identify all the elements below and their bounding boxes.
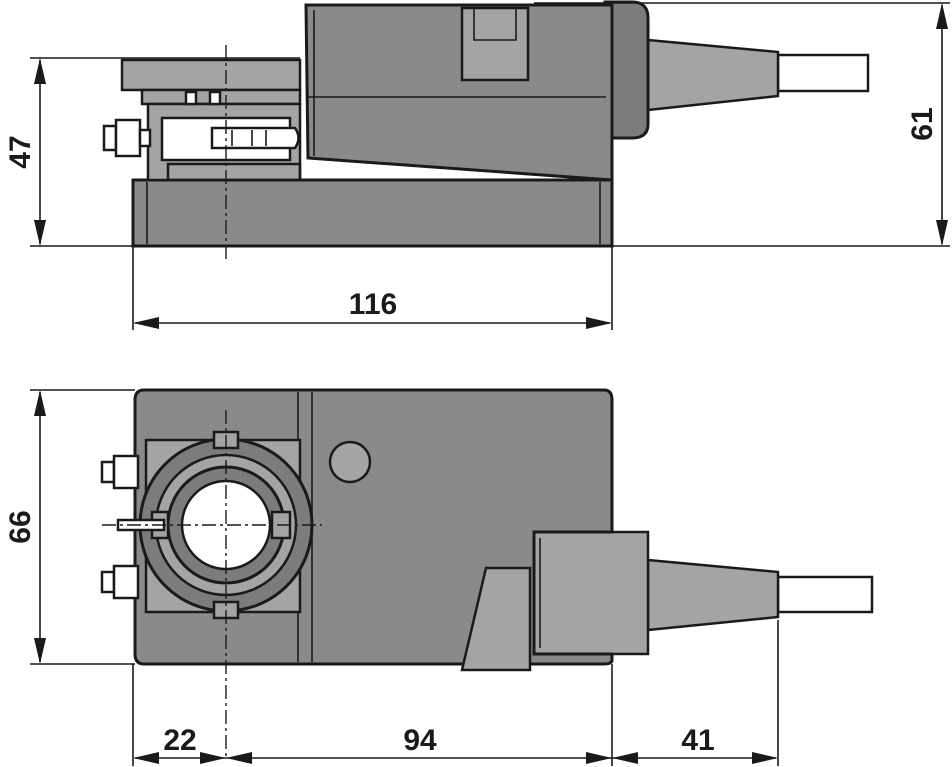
label-116: 116	[349, 288, 397, 321]
top-indicator-dot	[328, 440, 372, 484]
side-bolt-head	[102, 124, 118, 152]
side-clamp-pin	[210, 126, 300, 150]
top-override-lever	[460, 566, 532, 672]
dimension-bottom-chain: 22 94 41	[133, 724, 778, 764]
side-bolt-shaft	[138, 128, 152, 148]
top-connector-block	[532, 530, 650, 656]
side-knob-detail	[473, 8, 517, 41]
dimension-length: 116	[133, 288, 612, 329]
side-top-stud	[184, 90, 198, 106]
side-view	[102, 0, 870, 248]
top-strain-relief	[646, 558, 780, 632]
side-lower-housing	[131, 178, 614, 248]
label-94: 94	[403, 724, 437, 757]
side-clamp-bottom-rail	[166, 162, 302, 182]
top-cable	[776, 575, 874, 614]
label-22: 22	[163, 724, 196, 757]
label-47: 47	[4, 135, 37, 168]
top-bolt-2-head	[100, 570, 116, 594]
side-top-cover	[304, 3, 614, 182]
dimension-height-left: 47	[4, 58, 46, 246]
top-view	[100, 388, 874, 672]
side-clamp-pin-detail	[231, 130, 267, 146]
top-bolt-1-head	[100, 460, 116, 484]
extension-lines	[30, 2, 950, 766]
dimension-width: 66	[4, 390, 46, 664]
dimension-height-right: 61	[906, 3, 948, 246]
side-strain-relief	[646, 38, 780, 112]
label-61: 61	[906, 107, 939, 140]
label-41: 41	[681, 724, 714, 757]
side-top-stud-2	[208, 90, 222, 106]
side-cable	[776, 53, 870, 93]
label-66: 66	[4, 510, 37, 543]
side-mounting-bracket	[120, 58, 302, 92]
top-bolt-2-nut	[112, 564, 140, 600]
top-bolt-1-nut	[112, 454, 140, 490]
side-bolt-nut	[114, 118, 142, 158]
side-manual-override-knob	[460, 6, 530, 82]
